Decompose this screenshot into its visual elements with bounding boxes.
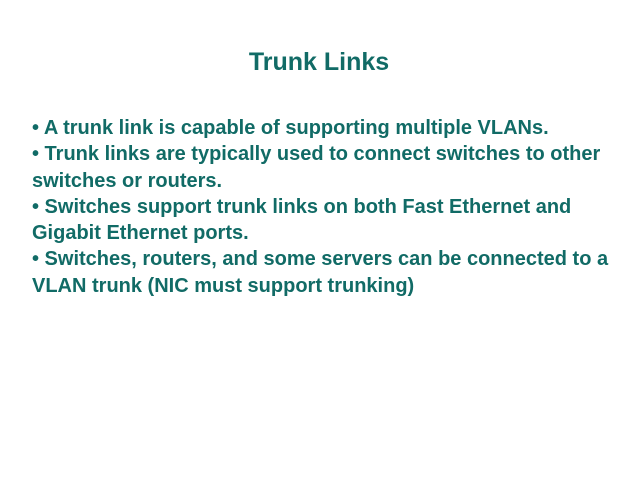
bullet-item: • Switches, routers, and some servers ca… bbox=[32, 248, 609, 297]
bullet-item: • Switches support trunk links on both F… bbox=[32, 195, 572, 245]
bullet-list: • A trunk link is capable of supporting … bbox=[32, 115, 632, 299]
bullet-item: • A trunk link is capable of supporting … bbox=[32, 117, 549, 139]
bullet-item: • Trunk links are typically used to conn… bbox=[32, 143, 601, 192]
slide-title: Trunk Links bbox=[248, 48, 390, 76]
